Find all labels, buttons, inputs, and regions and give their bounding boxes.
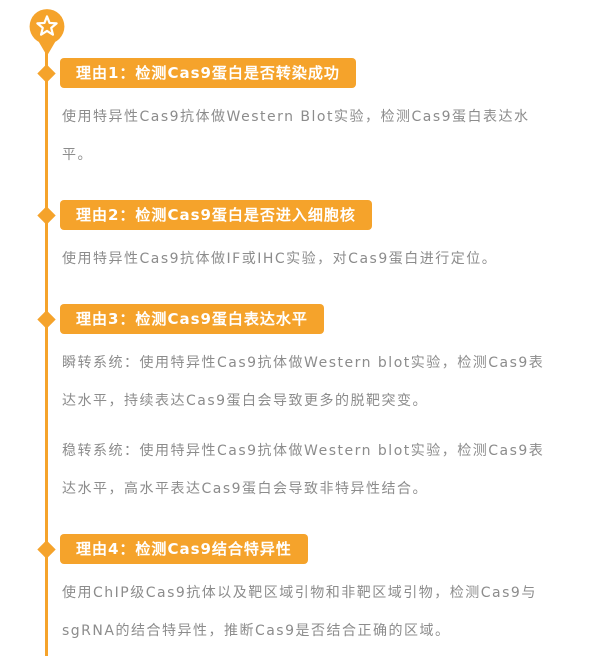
timeline-item: 理由1：检测Cas9蛋白是否转染成功 使用特异性Cas9抗体做Western B… xyxy=(0,58,609,174)
item-paragraphs: 使用特异性Cas9抗体做IF或IHC实验，对Cas9蛋白进行定位。 xyxy=(62,240,556,278)
diamond-node-icon xyxy=(37,310,56,329)
item-title: 理由3：检测Cas9蛋白表达水平 xyxy=(76,310,308,328)
diamond-node-icon xyxy=(37,64,56,83)
item-paragraph: 使用特异性Cas9抗体做IF或IHC实验，对Cas9蛋白进行定位。 xyxy=(62,251,498,267)
timeline-rail xyxy=(45,26,48,656)
item-title: 理由1：检测Cas9蛋白是否转染成功 xyxy=(76,64,340,82)
item-paragraphs: 使用特异性Cas9抗体做Western Blot实验，检测Cas9蛋白表达水平。 xyxy=(62,98,556,174)
item-title: 理由4：检测Cas9结合特异性 xyxy=(76,540,292,558)
item-paragraph: 使用ChIP级Cas9抗体以及靶区域引物和非靶区域引物，检测Cas9与sgRNA… xyxy=(62,585,537,639)
timeline-item: 理由2：检测Cas9蛋白是否进入细胞核 使用特异性Cas9抗体做IF或IHC实验… xyxy=(0,200,609,278)
item-header-row: 理由2：检测Cas9蛋白是否进入细胞核 xyxy=(0,200,609,230)
timeline-item: 理由3：检测Cas9蛋白表达水平 瞬转系统：使用特异性Cas9抗体做Wester… xyxy=(0,304,609,508)
item-paragraphs: 瞬转系统：使用特异性Cas9抗体做Western blot实验，检测Cas9表达… xyxy=(62,344,556,508)
item-title-badge: 理由3：检测Cas9蛋白表达水平 xyxy=(60,304,324,334)
item-title-badge: 理由1：检测Cas9蛋白是否转染成功 xyxy=(60,58,356,88)
item-paragraph: 瞬转系统：使用特异性Cas9抗体做Western blot实验，检测Cas9表达… xyxy=(62,355,545,409)
item-paragraphs: 使用ChIP级Cas9抗体以及靶区域引物和非靶区域引物，检测Cas9与sgRNA… xyxy=(62,574,556,650)
item-header-row: 理由3：检测Cas9蛋白表达水平 xyxy=(0,304,609,334)
timeline-item: 理由4：检测Cas9结合特异性 使用ChIP级Cas9抗体以及靶区域引物和非靶区… xyxy=(0,534,609,650)
item-paragraph: 稳转系统：使用特异性Cas9抗体做Western blot实验，检测Cas9表达… xyxy=(62,443,545,497)
item-title-badge: 理由4：检测Cas9结合特异性 xyxy=(60,534,308,564)
timeline-items: 理由1：检测Cas9蛋白是否转染成功 使用特异性Cas9抗体做Western B… xyxy=(0,58,609,656)
diamond-node-icon xyxy=(37,540,56,559)
item-title: 理由2：检测Cas9蛋白是否进入细胞核 xyxy=(76,206,356,224)
diamond-node-icon xyxy=(37,206,56,225)
item-header-row: 理由4：检测Cas9结合特异性 xyxy=(0,534,609,564)
item-header-row: 理由1：检测Cas9蛋白是否转染成功 xyxy=(0,58,609,88)
star-pin-icon xyxy=(25,4,69,60)
item-paragraph: 使用特异性Cas9抗体做Western Blot实验，检测Cas9蛋白表达水平。 xyxy=(62,109,530,163)
item-title-badge: 理由2：检测Cas9蛋白是否进入细胞核 xyxy=(60,200,372,230)
